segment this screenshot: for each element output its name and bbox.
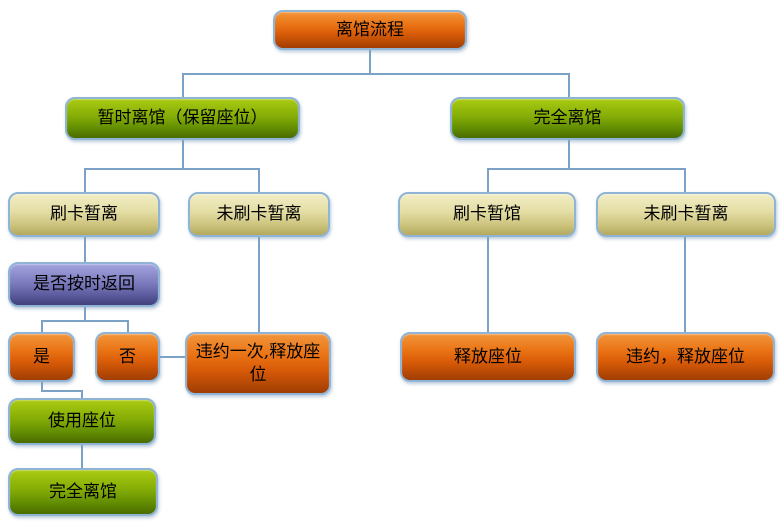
connector-level2-hbar [182, 73, 570, 75]
connector-to-yes [41, 320, 43, 332]
connector-root-down [369, 50, 371, 73]
node-departure-process: 离馆流程 [273, 10, 467, 50]
node-complete-leave: 完全离馆 [450, 97, 685, 140]
node-complete-leave-final: 完全离馆 [8, 468, 158, 516]
connector-swipe-to-release [487, 237, 489, 332]
node-yes: 是 [8, 332, 75, 382]
connector-into-use-seat [81, 390, 83, 398]
connector-left-l3-hbar [84, 168, 260, 170]
connector-right-l3-hbar [487, 168, 686, 170]
node-swipe-card-leave-left: 刷卡暂离 [8, 192, 160, 237]
connector-to-swipe-left [84, 168, 86, 192]
node-no: 否 [95, 332, 160, 382]
connector-to-noswipe-right [684, 168, 686, 192]
node-release-seat: 释放座位 [400, 332, 576, 382]
connector-noswipe-to-violate [258, 237, 260, 332]
connector-yes-elbow [41, 390, 83, 392]
connector-ontime-down [84, 307, 86, 320]
connector-yes-down [41, 382, 43, 392]
node-violation-release-seat: 违约，释放座位 [596, 332, 775, 382]
connector-to-swipe-right [487, 168, 489, 192]
connector-swipe-to-ontime [84, 237, 86, 262]
connector-to-full-leave [568, 73, 570, 97]
node-violation-once-release: 违约一次,释放座位 [185, 332, 331, 395]
connector-noswipe-to-violrel [684, 237, 686, 332]
connector-no-to-violate [160, 356, 185, 358]
connector-yesno-hbar [41, 320, 129, 322]
node-return-on-time-decision: 是否按时返回 [8, 262, 160, 307]
connector-to-temp-leave [182, 73, 184, 97]
node-no-swipe-leave-left: 未刷卡暂离 [188, 192, 330, 237]
connector-full-down [568, 140, 570, 168]
connector-temp-down [182, 140, 184, 168]
node-temporary-leave: 暂时离馆（保留座位） [65, 97, 300, 140]
node-use-seat: 使用座位 [8, 398, 156, 445]
connector-to-no [127, 320, 129, 332]
node-swipe-card-leave-right: 刷卡暂馆 [398, 192, 576, 237]
connector-use-to-final [81, 445, 83, 468]
node-no-swipe-leave-right: 未刷卡暂离 [596, 192, 776, 237]
connector-to-noswipe-left [258, 168, 260, 192]
